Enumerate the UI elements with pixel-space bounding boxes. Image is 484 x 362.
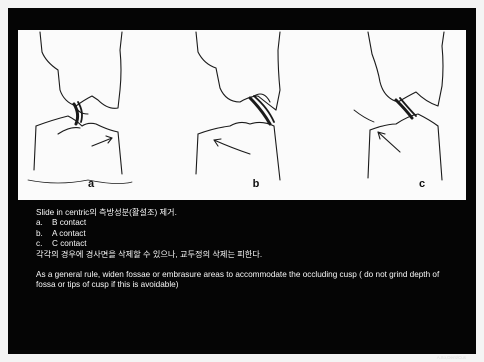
list-text: B contact <box>52 218 86 227</box>
list-marker: c. <box>36 239 52 249</box>
tooth-contact-diagrams <box>18 30 466 200</box>
caption-paragraph: As a general rule, widen fossae or embra… <box>36 270 450 291</box>
caption-spacer <box>36 260 466 270</box>
tooth-diagram-a <box>28 32 132 184</box>
slide-caption: Slide in centric의 측방성분(활설조) 제거. a.B cont… <box>36 208 466 291</box>
caption-note: 각각의 경우에 경사면을 삭제할 수 있으나, 교두정의 삭제는 피한다. <box>36 250 466 260</box>
list-marker: b. <box>36 229 52 239</box>
figure-label-a: a <box>84 178 98 190</box>
tooth-illustration-panel: a b c <box>18 30 466 200</box>
tooth-diagram-c <box>354 32 444 180</box>
slide-credit: A.Ito,Dent/Cus <box>437 355 466 360</box>
list-text: A contact <box>52 229 86 238</box>
list-item: c.C contact <box>36 239 466 249</box>
figure-label-c: c <box>415 178 429 190</box>
list-item: a.B contact <box>36 218 466 228</box>
list-marker: a. <box>36 218 52 228</box>
list-text: C contact <box>52 239 87 248</box>
caption-title: Slide in centric의 측방성분(활설조) 제거. <box>36 208 466 218</box>
list-item: b.A contact <box>36 229 466 239</box>
tooth-diagram-b <box>196 32 280 180</box>
figure-label-b: b <box>249 178 263 190</box>
